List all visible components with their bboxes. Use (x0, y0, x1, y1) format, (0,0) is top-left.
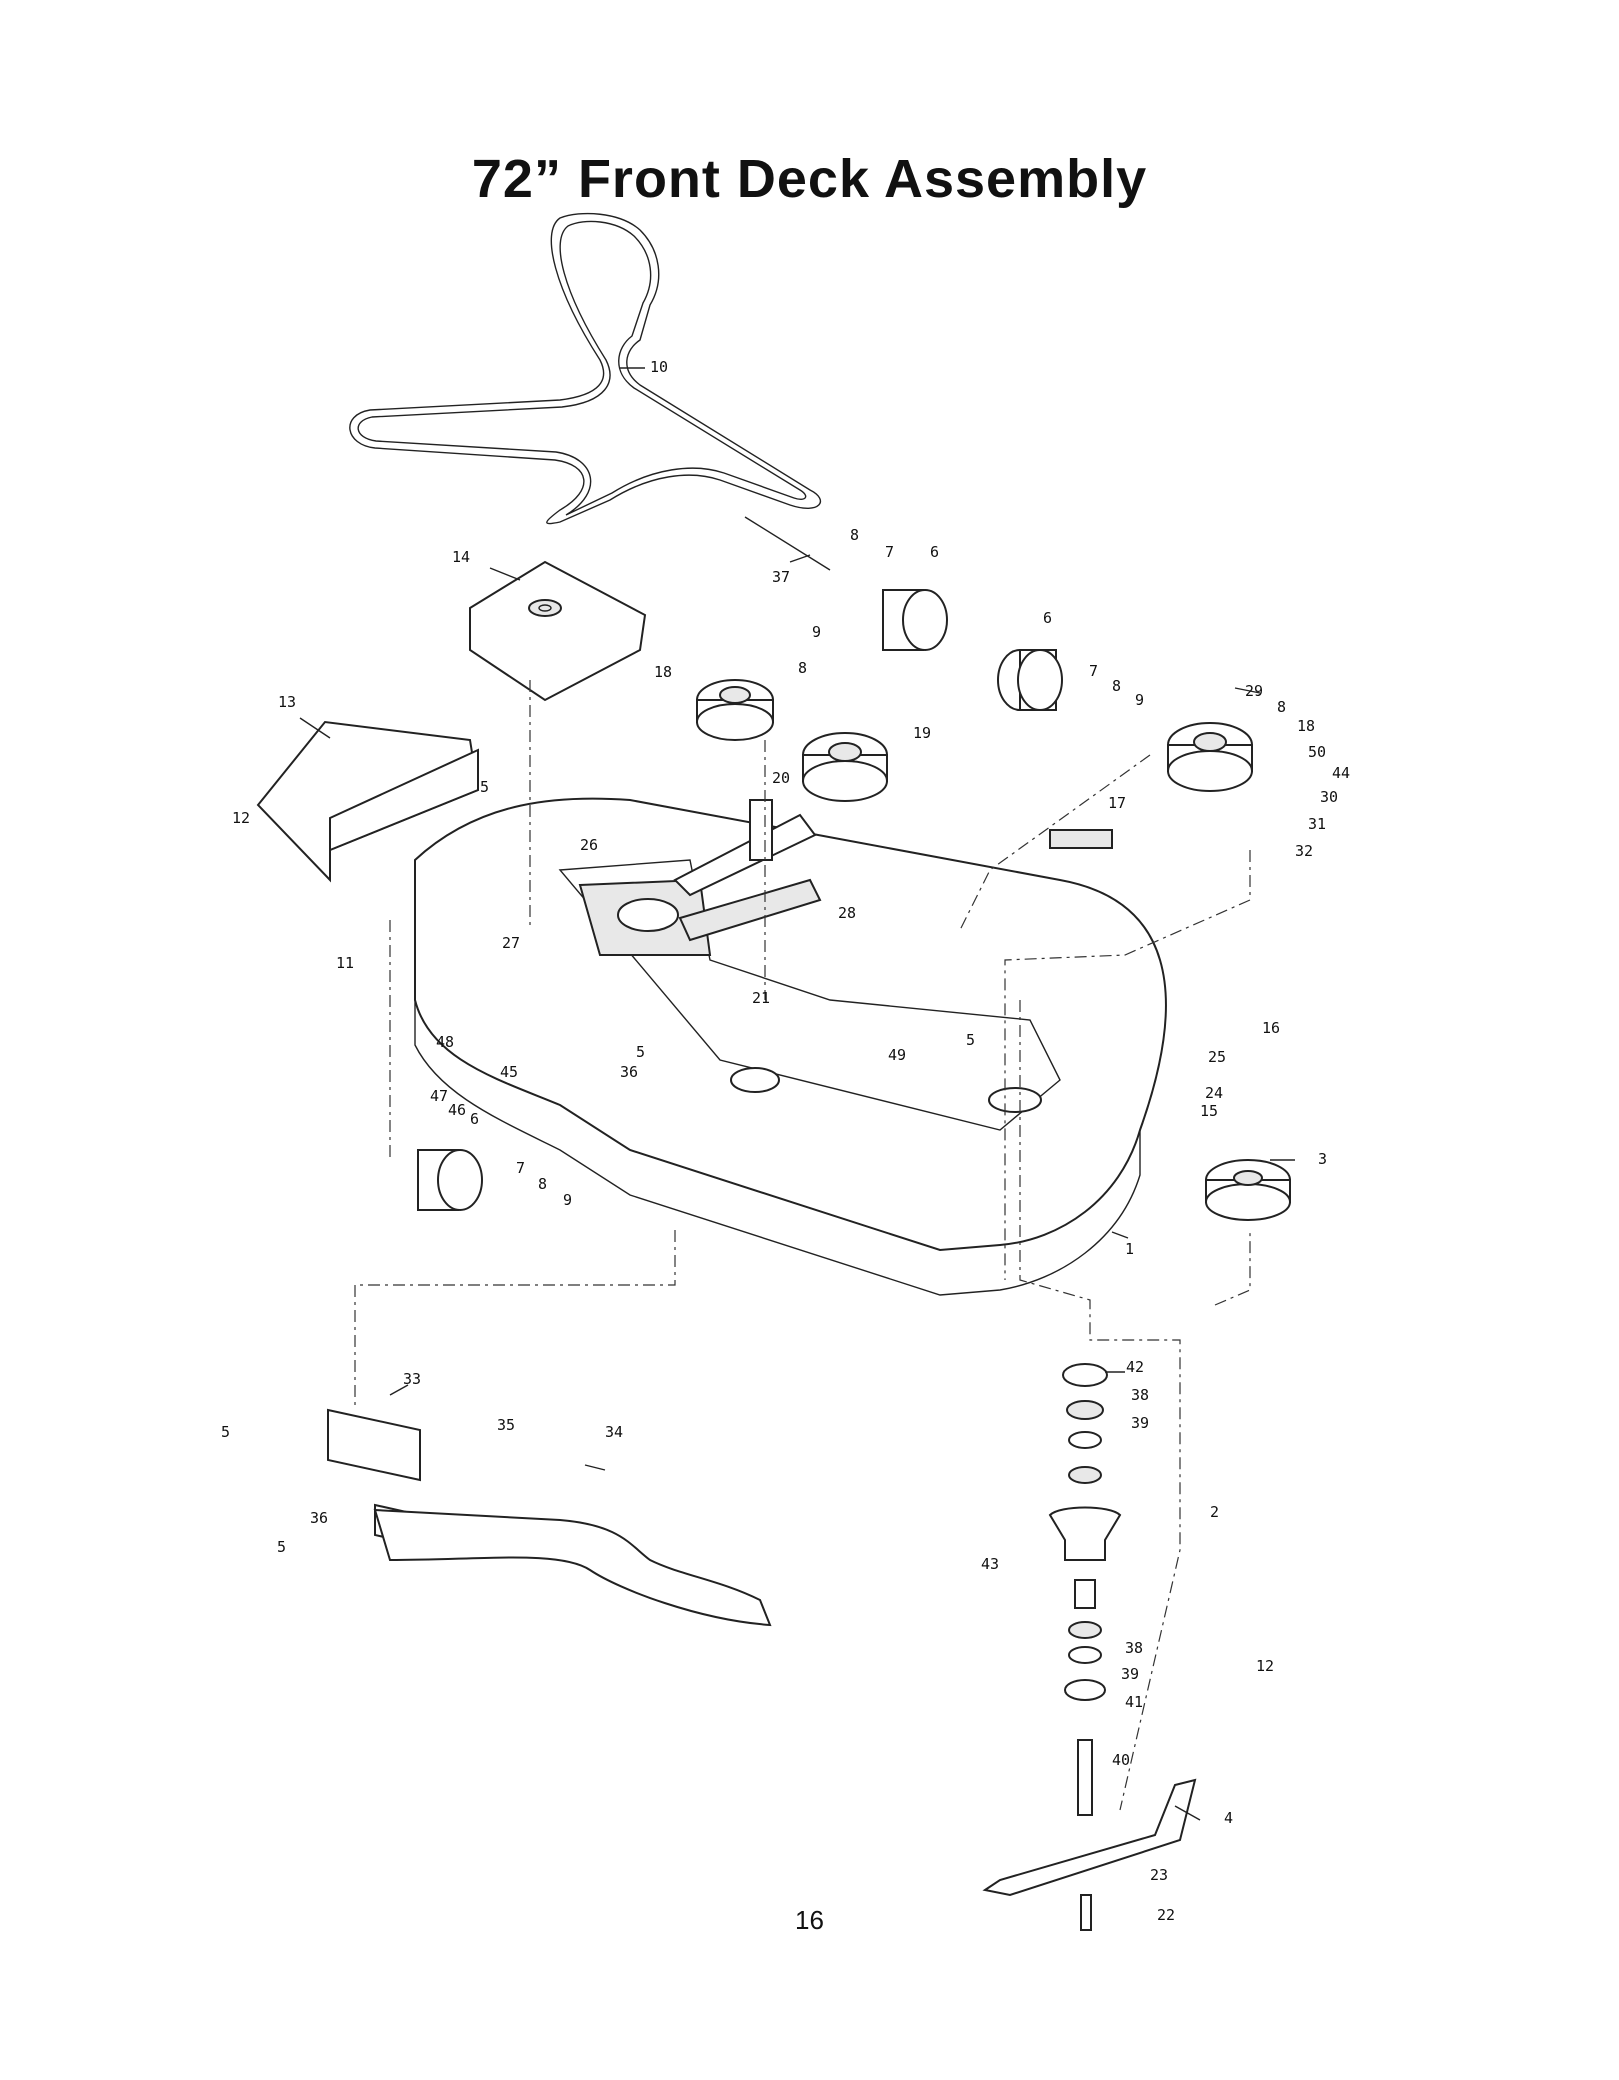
callout-17: 17 (1108, 794, 1126, 812)
callout-13: 13 (278, 693, 296, 711)
gauge-wheel-lower (417, 1149, 483, 1211)
callout-45: 45 (500, 1063, 518, 1081)
callout-21: 21 (752, 989, 770, 1007)
callout-18-a: 18 (654, 663, 672, 681)
callout-11: 11 (336, 954, 354, 972)
callout-5-e: 5 (277, 1538, 286, 1556)
callout-22: 22 (1157, 1906, 1175, 1924)
callout-6-wheel-b: 6 (1043, 609, 1052, 627)
callout-12-b: 12 (1256, 1657, 1274, 1675)
blade-4 (982, 1778, 1197, 1897)
callout-50: 50 (1308, 743, 1326, 761)
callout-7-axle-b: 7 (1089, 662, 1098, 680)
callout-8-axle-a: 8 (850, 526, 859, 544)
callout-leaders (299, 367, 1295, 1821)
gauge-wheel-upper-left (882, 589, 948, 651)
callout-19: 19 (913, 724, 931, 742)
page-title: 72” Front Deck Assembly (471, 149, 1148, 209)
callout-36-b: 36 (310, 1509, 328, 1527)
callout-5-a: 5 (480, 778, 489, 796)
pulley-18-right (1167, 722, 1253, 792)
callout-38-a: 38 (1131, 1386, 1149, 1404)
callout-32: 32 (1295, 842, 1313, 860)
callout-36-a: 36 (620, 1063, 638, 1081)
callout-44: 44 (1332, 764, 1350, 782)
callout-26: 26 (580, 836, 598, 854)
spring-17 (1049, 829, 1113, 849)
callout-7-axle-a: 7 (885, 543, 894, 561)
callout-1: 1 (1125, 1240, 1134, 1258)
callout-42: 42 (1126, 1358, 1144, 1376)
callout-46: 46 (448, 1101, 466, 1119)
callout-47: 47 (430, 1087, 448, 1105)
callout-39-b: 39 (1121, 1665, 1139, 1683)
callout-2: 2 (1210, 1503, 1219, 1521)
callout-37: 37 (772, 568, 790, 586)
belt-cover-14 (469, 560, 647, 702)
callout-9-c: 9 (563, 1191, 572, 1209)
pulley-19 (802, 732, 888, 802)
callout-38-b: 38 (1125, 1639, 1143, 1657)
callout-49: 49 (888, 1046, 906, 1064)
callout-24: 24 (1205, 1084, 1223, 1102)
page-number: 16 (795, 1905, 824, 1935)
callout-9-a: 9 (812, 623, 821, 641)
callout-33: 33 (403, 1370, 421, 1388)
callout-5-d: 5 (221, 1423, 230, 1441)
callout-14: 14 (452, 548, 470, 566)
callout-18-b: 18 (1297, 717, 1315, 735)
gauge-wheel-upper-right (997, 649, 1063, 711)
callout-34: 34 (605, 1423, 623, 1441)
callout-8-d: 8 (1277, 698, 1286, 716)
callout-9-b: 9 (1135, 691, 1144, 709)
belt-shield-13 (256, 720, 480, 883)
part-callouts: 10 14 37 8 7 6 9 8 18 19 20 6 7 8 9 29 8… (221, 358, 1350, 1924)
spindle-pulley-3 (1205, 1159, 1291, 1221)
callout-16: 16 (1262, 1019, 1280, 1037)
callout-6-wheel-a: 6 (930, 543, 939, 561)
callout-8-b: 8 (798, 659, 807, 677)
pulley-18-left (696, 679, 774, 741)
callout-39-a: 39 (1131, 1414, 1149, 1432)
deck-housing-1 (414, 797, 1167, 1296)
assembly-guide-lines (354, 680, 1251, 1811)
callout-4: 4 (1224, 1809, 1233, 1827)
idler-arm-20 (673, 799, 817, 897)
callout-5-c: 5 (966, 1031, 975, 1049)
callout-25: 25 (1208, 1048, 1226, 1066)
callout-31: 31 (1308, 815, 1326, 833)
callout-40: 40 (1112, 1751, 1130, 1769)
callout-10: 10 (650, 358, 668, 376)
callout-27: 27 (502, 934, 520, 952)
callout-5-b: 5 (636, 1043, 645, 1061)
baffle-34 (373, 1508, 772, 1627)
callout-12-a: 12 (232, 809, 250, 827)
callout-20: 20 (772, 769, 790, 787)
callout-43: 43 (981, 1555, 999, 1573)
callout-15: 15 (1200, 1102, 1218, 1120)
spindle-assembly (1048, 1363, 1122, 1816)
callout-8-e: 8 (538, 1175, 547, 1193)
blade-bolt-22 (1080, 1894, 1092, 1931)
callout-48: 48 (436, 1033, 454, 1051)
callout-35: 35 (497, 1416, 515, 1434)
callout-30: 30 (1320, 788, 1338, 806)
callout-41: 41 (1125, 1693, 1143, 1711)
callout-23: 23 (1150, 1866, 1168, 1884)
callout-3: 3 (1318, 1150, 1327, 1168)
callout-7-axle-c: 7 (516, 1159, 525, 1177)
axle-bolt-37 (744, 516, 831, 571)
callout-28: 28 (838, 904, 856, 922)
callout-8-c: 8 (1112, 677, 1121, 695)
belt-drawing (349, 212, 822, 525)
callout-29: 29 (1245, 682, 1263, 700)
callout-6-wheel-c: 6 (470, 1110, 479, 1128)
